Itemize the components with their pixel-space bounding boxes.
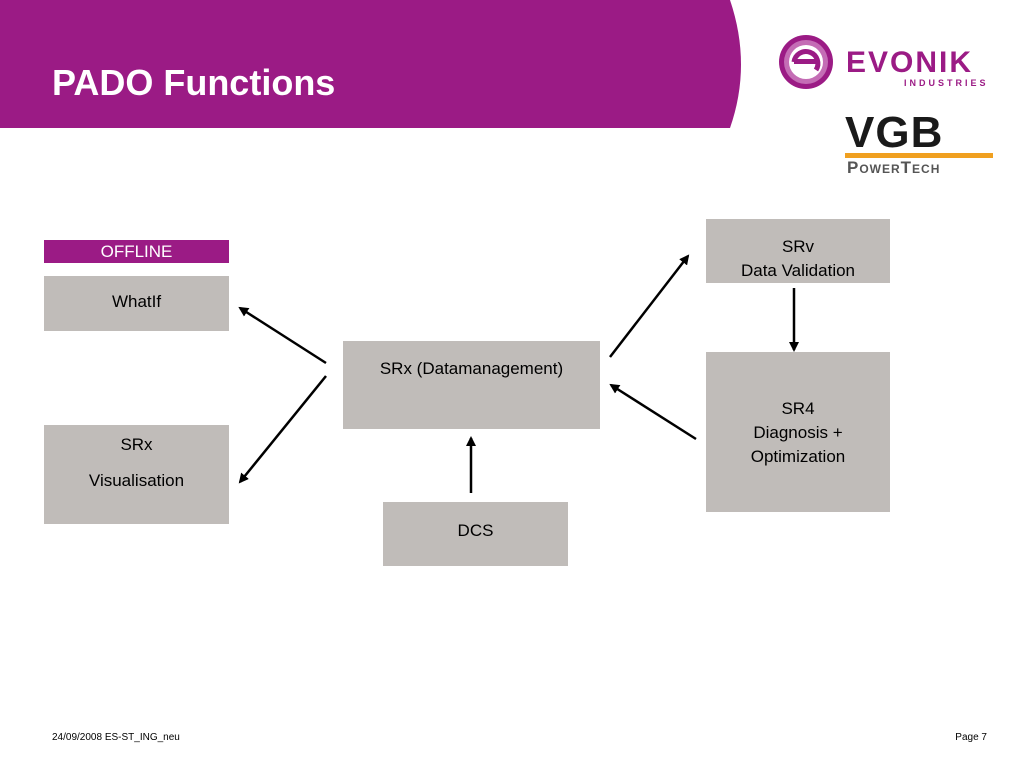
whatif-label: WhatIf [111,292,162,311]
srx-dm-label: SRx (Datamanagement) [379,359,564,378]
srx-vis-line2: Visualisation [88,471,185,490]
vgb-subtext: PowerTech [847,158,941,177]
sr4-line3: Optimization [750,447,846,466]
srv-line2: Data Validation [740,261,856,280]
evonik-subtext: INDUSTRIES [904,78,989,88]
vgb-wordmark: VGB [845,108,944,157]
evonik-emblem-icon [779,35,833,89]
arrow-to-whatif [238,306,327,365]
arrow-sr4-to-srx [609,383,697,441]
offline-label: OFFLINE [44,240,229,263]
page-title: PADO Functions [52,62,336,103]
footer-left: 24/09/2008 ES-ST_ING_neu [52,732,180,743]
vgb-orange-bar [845,153,993,158]
sr4-line2: Diagnosis + [753,423,843,442]
footer-page-number: Page 7 [955,732,987,743]
arrow-srx-to-srv [609,254,690,358]
srx-visualisation-box: SRx Visualisation [44,425,229,524]
evonik-wordmark: EVONIK [846,46,974,79]
arrow-to-srx-visualisation [238,375,327,484]
srv-box: SRv Data Validation [706,219,890,283]
srv-line1: SRv [781,237,815,256]
dcs-box: DCS [383,502,568,566]
header-band [0,0,741,128]
sr4-line1: SR4 [781,399,815,418]
vgb-logo: VGB PowerTech [845,108,995,177]
dcs-label: DCS [457,521,494,540]
whatif-box: WhatIf [44,276,229,331]
evonik-logo: EVONIK INDUSTRIES [776,32,1001,92]
srx-datamanagement-box: SRx (Datamanagement) [343,341,600,429]
srx-vis-line1: SRx [120,435,153,454]
sr4-box: SR4 Diagnosis + Optimization [706,352,890,512]
